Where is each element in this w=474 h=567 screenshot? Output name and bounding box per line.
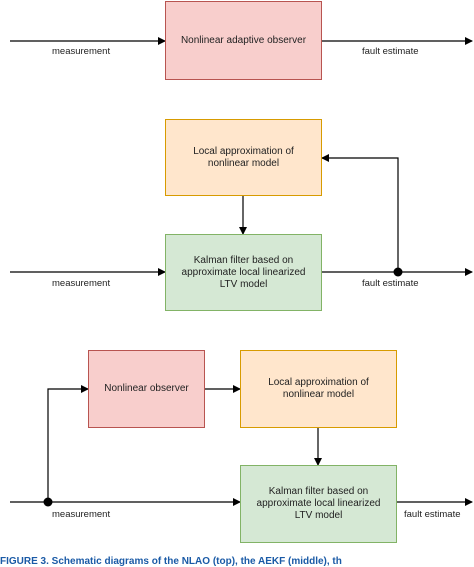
middle-kalman-filter-block: Kalman filter based on approximate local… (165, 234, 322, 311)
bottom-branch-line (47, 385, 89, 502)
middle-feedback-line (321, 154, 399, 272)
nonlinear-adaptive-observer-block: Nonlinear adaptive observer (165, 1, 322, 80)
bottom-nonlinear-observer-block: Nonlinear observer (88, 350, 205, 428)
middle-fault-estimate-label: fault estimate (362, 278, 419, 289)
figure-caption: FIGURE 3. Schematic diagrams of the NLAO… (0, 556, 342, 567)
top-measurement-label: measurement (52, 46, 111, 57)
bottom-kalman-filter-block: Kalman filter based on approximate local… (240, 465, 397, 543)
top-fault-estimate-label: fault estimate (362, 46, 419, 57)
bottom-measurement-label: measurement (52, 509, 111, 520)
middle-junction-dot (393, 267, 403, 277)
middle-measurement-label: measurement (52, 278, 111, 289)
bottom-local-approximation-block: Local approximation of nonlinear model (240, 350, 397, 428)
middle-local-approximation-block: Local approximation of nonlinear model (165, 119, 322, 196)
bottom-junction-dot (43, 497, 53, 507)
bottom-fault-estimate-label: fault estimate (404, 509, 461, 520)
